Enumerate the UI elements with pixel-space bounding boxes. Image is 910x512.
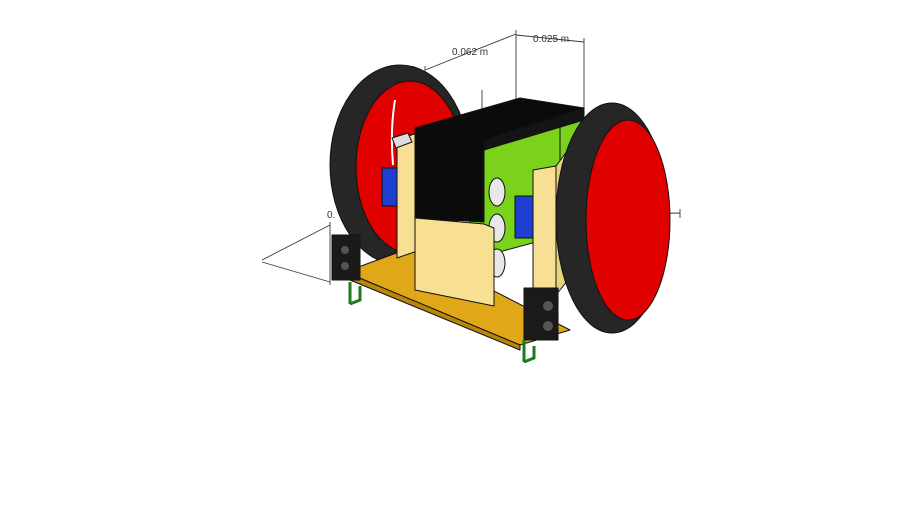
dimension-depth-label: 0.062 m: [452, 47, 488, 58]
ir-sensor-left-body: [331, 234, 361, 281]
front-panel-face: [414, 217, 495, 307]
dimension-height: 0.025 m: [481, 34, 585, 110]
ir-sensor-left[interactable]: [331, 234, 362, 306]
dimension-width-label: 0.: [327, 210, 335, 221]
ir-sensor-left-emitter-icon: [341, 246, 349, 254]
battery-pack-front: [414, 127, 485, 223]
ir-sensor-left-pcb: [348, 282, 362, 306]
right-wheel[interactable]: [555, 102, 671, 334]
ir-sensor-left-receiver-icon: [341, 262, 349, 270]
ir-sensor-right-body: [523, 287, 559, 341]
right-wheel-hub: [585, 119, 671, 321]
ir-sensor-right[interactable]: [522, 287, 559, 364]
dimension-height-label: 0.025 m: [533, 34, 569, 45]
ir-sensor-right-emitter-icon: [543, 301, 553, 311]
ir-sensor-right-receiver-icon: [543, 321, 553, 331]
dimension-width: 0.: [261, 210, 335, 285]
motor-bracket-left-clip: [391, 132, 413, 149]
left-wheel-shaft: [390, 99, 396, 166]
battery-cell-1: [488, 177, 506, 207]
dimension-depth: 0.062 m: [424, 30, 517, 100]
ir-sensor-right-pcb: [522, 340, 536, 364]
front-panel[interactable]: [414, 217, 495, 307]
motor-bracket-left[interactable]: [391, 131, 421, 259]
battery-pack[interactable]: [414, 97, 585, 223]
motor-bracket-right-face: [532, 165, 557, 301]
